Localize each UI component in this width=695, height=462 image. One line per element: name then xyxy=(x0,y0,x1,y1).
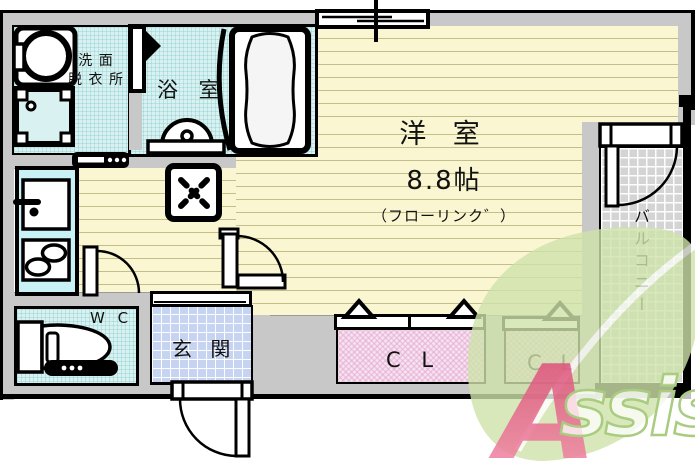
closet2-door-bar xyxy=(502,316,580,331)
closet1-floor xyxy=(336,330,486,384)
entrance-step-line xyxy=(154,301,246,303)
washroom-label: 洗 面 脱 衣 所 xyxy=(56,52,136,90)
washroom-label-line2: 脱 衣 所 xyxy=(68,72,124,88)
wall-washroom-bath xyxy=(129,88,142,150)
western-room-floor xyxy=(318,26,678,122)
outline-top xyxy=(0,10,695,13)
closet2-label: C L xyxy=(527,351,579,375)
outline-bottom xyxy=(0,394,600,399)
wall-left xyxy=(0,10,14,400)
hallway-floor xyxy=(75,168,236,292)
western-room-label-block: 洋 室 8.8帖 （フローリンク゛） xyxy=(344,112,544,226)
balcony-wall-right xyxy=(683,103,691,399)
western-room-note: （フローリンク゛） xyxy=(371,207,516,225)
balcony-wall-bottom xyxy=(595,383,691,398)
outline-left xyxy=(0,10,3,400)
washroom-floor xyxy=(12,25,132,155)
entrance-step xyxy=(150,291,252,307)
washroom-label-line1: 洗 面 xyxy=(78,53,114,69)
entrance-floor xyxy=(150,305,253,385)
wall-balcony-west xyxy=(582,122,599,390)
wc-label: W C xyxy=(90,309,133,327)
western-room-size: 8.8帖 xyxy=(406,166,482,196)
kitchen-floor xyxy=(15,166,79,296)
balcony-label: バルコニー xyxy=(631,208,650,318)
bathroom-label: 浴 室 xyxy=(157,78,227,102)
entrance-label: 玄 関 xyxy=(172,337,237,361)
closet1-label: C L xyxy=(386,348,441,372)
outline-right-top xyxy=(691,10,695,110)
closet1-door-divider xyxy=(408,314,411,330)
western-room-name: 洋 室 xyxy=(399,119,489,150)
